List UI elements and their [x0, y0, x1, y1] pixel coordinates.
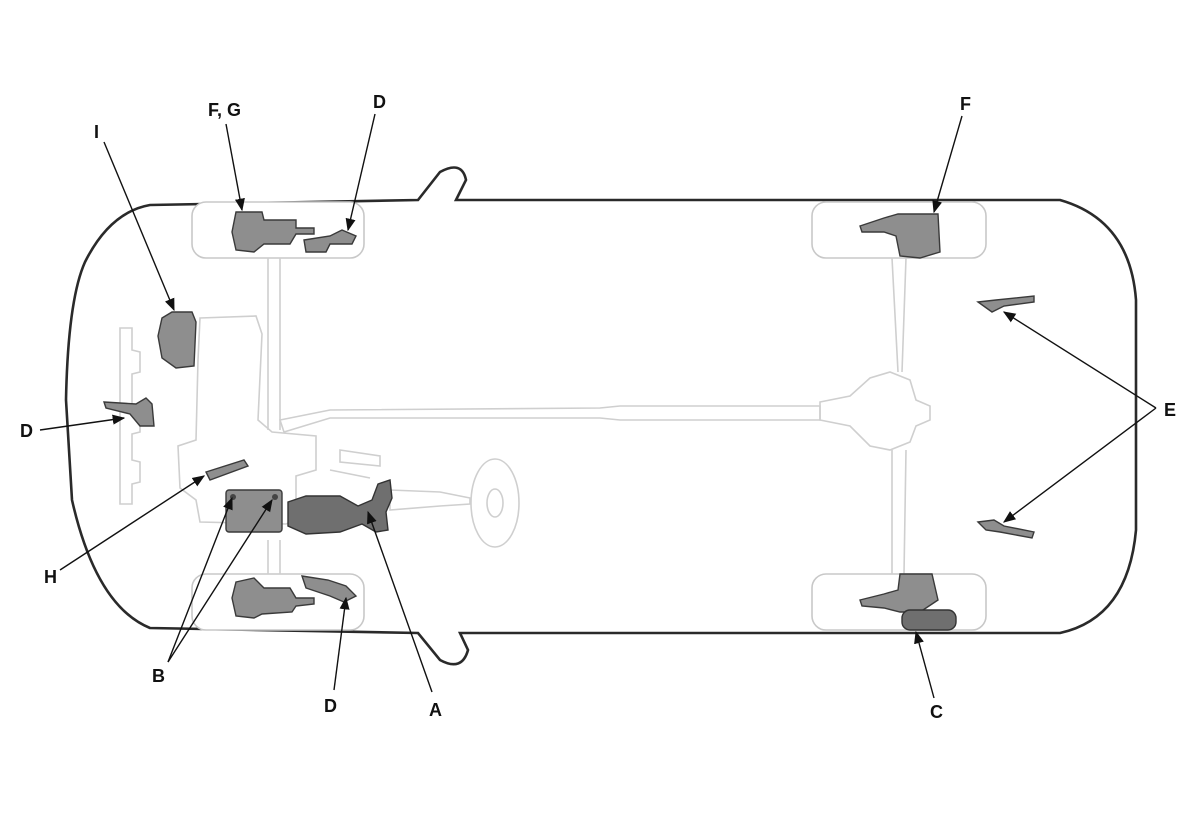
- callout-labels: F, G D I F D E H B D A C: [20, 92, 1176, 722]
- steering-hub: [486, 488, 504, 518]
- steering-wheel: [470, 458, 520, 548]
- leader-fg-front: [225, 123, 245, 212]
- vehicle-body-outline: [64, 166, 1138, 666]
- label-a: A: [429, 700, 442, 720]
- front-left-bracket: [303, 229, 357, 253]
- component-c: [901, 609, 957, 631]
- rear-upper-sensor: [976, 295, 1035, 313]
- leader-d-top: [345, 113, 376, 232]
- rear-axle: [891, 257, 907, 575]
- leader-e-upper: [1002, 311, 1157, 409]
- label-c: C: [930, 702, 943, 722]
- leader-b-right: [167, 498, 273, 663]
- front-right-bracket: [300, 575, 358, 603]
- leader-d-left: [39, 414, 126, 431]
- label-e: E: [1164, 400, 1176, 420]
- leader-c: [914, 630, 935, 699]
- leader-lines: [39, 113, 1157, 699]
- rear-differential: [819, 371, 931, 451]
- rear-left-knuckle-sensor: [859, 213, 941, 259]
- front-bumper-beam: [119, 327, 141, 505]
- label-f-rear: F: [960, 94, 971, 114]
- label-i: I: [94, 122, 99, 142]
- label-d-left: D: [20, 421, 33, 441]
- component-i: [157, 311, 197, 369]
- rear-right-knuckle: [859, 573, 939, 613]
- leader-e-lower: [1002, 407, 1157, 523]
- component-a: [287, 479, 393, 535]
- leader-h: [59, 475, 206, 571]
- front-bumper-bracket: [103, 397, 155, 427]
- steering-column: [329, 449, 471, 511]
- leader-b-left: [167, 496, 233, 663]
- leader-i: [103, 141, 175, 312]
- rear-lower-sensor: [976, 519, 1035, 539]
- label-h: H: [44, 567, 57, 587]
- component-h: [205, 459, 250, 481]
- label-d-bottom: D: [324, 696, 337, 716]
- leader-a: [367, 510, 433, 693]
- leader-f-rear: [932, 115, 963, 214]
- front-left-knuckle-sensor: [231, 211, 315, 253]
- label-fg-front: F, G: [208, 100, 241, 120]
- leader-d-bottom: [333, 596, 350, 691]
- front-right-knuckle-sensor: [231, 577, 315, 619]
- front-axle: [267, 258, 281, 574]
- label-b: B: [152, 666, 165, 686]
- label-d-top: D: [373, 92, 386, 112]
- components: [103, 211, 1035, 631]
